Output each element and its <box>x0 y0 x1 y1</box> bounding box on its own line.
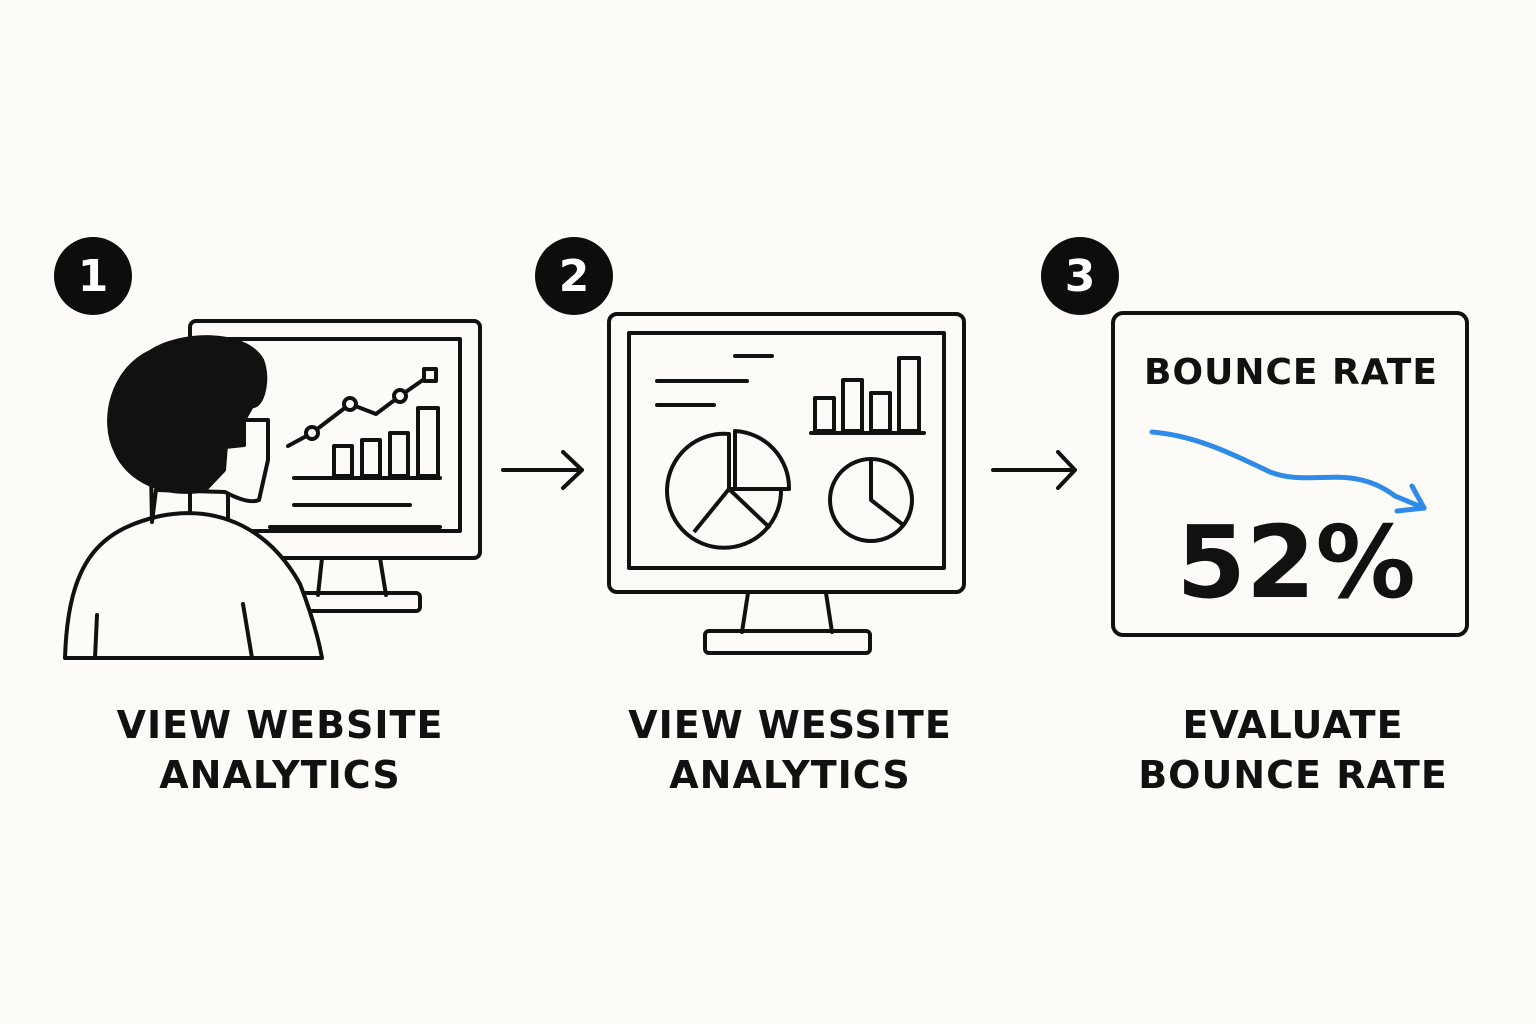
step-caption-line: BOUNCE RATE <box>1138 753 1448 797</box>
bounce-rate-label: BOUNCE RATE <box>1144 352 1438 393</box>
bar-chart-icon <box>268 406 442 529</box>
step-caption: VIEW WEBSITE ANALYTICS <box>70 700 490 800</box>
bounce-rate-value: 52% <box>1176 504 1416 621</box>
arrow-right-icon <box>501 450 584 490</box>
step-number-badge: 3 <box>1041 237 1119 315</box>
step-caption-line: VIEW WESSITE <box>628 703 952 747</box>
pie-chart-icon <box>665 429 792 550</box>
step-caption-line: ANALYTICS <box>159 753 401 797</box>
pie-chart-icon <box>828 457 914 543</box>
step-number-badge: 1 <box>54 237 132 315</box>
person-icon <box>63 335 324 660</box>
monitor-2 <box>607 312 966 655</box>
step-number-badge: 2 <box>535 237 613 315</box>
bounce-rate-panel <box>1111 311 1469 637</box>
step-caption-line: EVALUATE <box>1182 703 1404 747</box>
step-caption-line: ANALYTICS <box>669 753 911 797</box>
line-chart-icon <box>286 367 438 448</box>
step-caption: EVALUATE BOUNCE RATE <box>1083 700 1503 800</box>
step-caption: VIEW WESSITE ANALYTICS <box>580 700 1000 800</box>
monitor-1 <box>188 319 482 613</box>
arrow-right-icon <box>991 450 1077 490</box>
downward-trend-arrow-icon <box>1149 429 1427 514</box>
bar-chart-icon <box>809 356 926 435</box>
step-caption-line: VIEW WEBSITE <box>116 703 444 747</box>
